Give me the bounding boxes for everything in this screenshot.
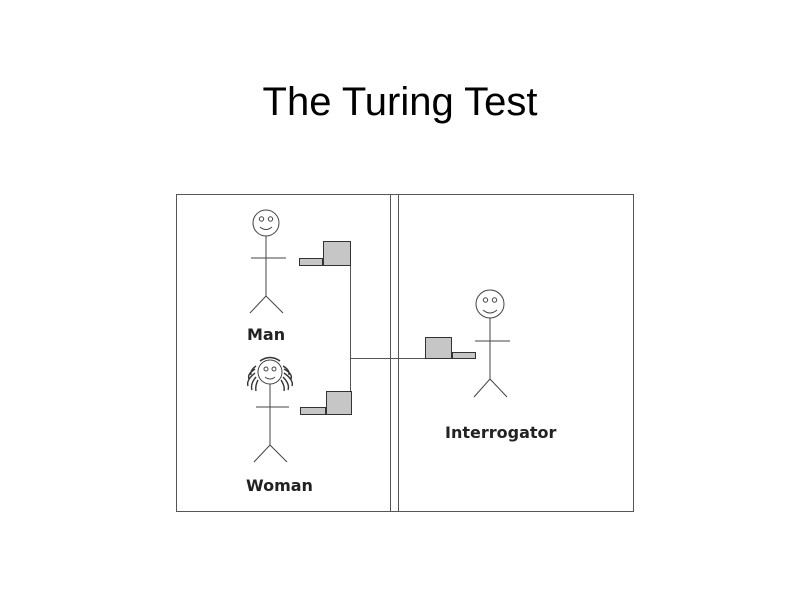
woman-label: Woman xyxy=(246,476,313,495)
man-terminal xyxy=(299,241,351,266)
woman-figure xyxy=(246,356,294,463)
woman-terminal xyxy=(300,391,352,415)
outer-frame xyxy=(176,194,634,512)
interrogator-figure xyxy=(473,289,510,398)
connection-wires xyxy=(350,266,427,405)
interrogator-label: Interrogator xyxy=(445,423,557,442)
interrogator-terminal xyxy=(425,337,476,359)
man-label: Man xyxy=(247,325,285,344)
man-figure xyxy=(249,209,286,314)
slide-title: The Turing Test xyxy=(262,80,538,124)
woman-hair xyxy=(246,356,294,392)
